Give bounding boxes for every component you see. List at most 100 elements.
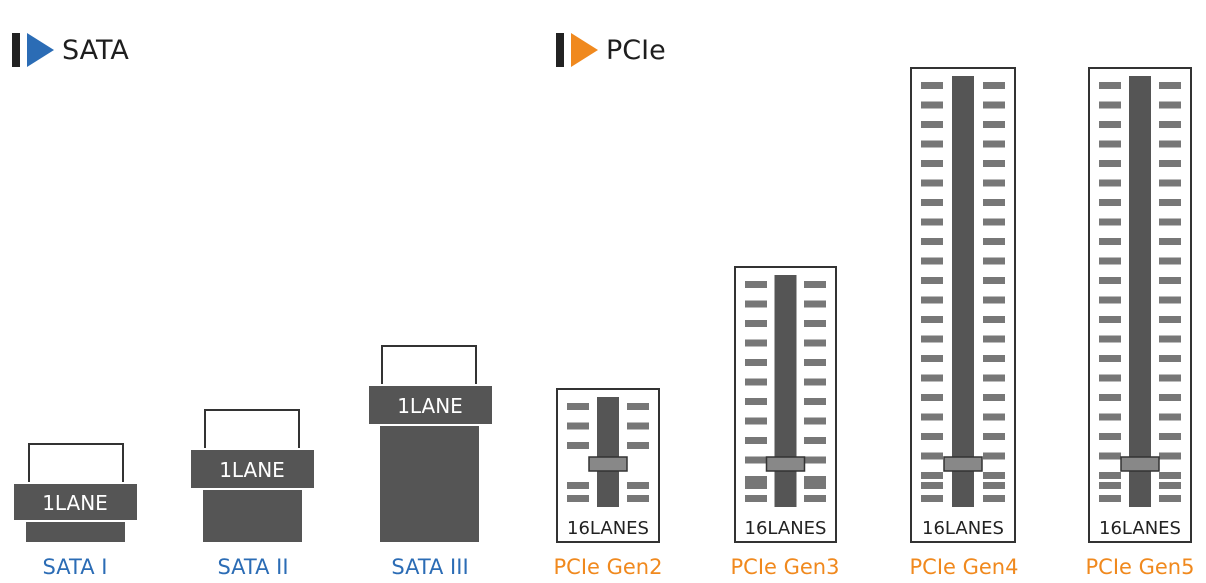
slot-key: [765, 456, 806, 472]
pin-left: [567, 482, 589, 489]
lane-tag: [189, 448, 316, 490]
pin-right: [804, 482, 826, 489]
lane-count-label: 1LANE: [219, 458, 285, 482]
pcie-gen2-label: PCIe Gen2: [554, 555, 663, 579]
pin-left: [921, 121, 943, 128]
pin-right: [1159, 413, 1181, 421]
pin-right: [983, 472, 1005, 479]
pin-right: [804, 456, 826, 464]
pin-right: [804, 495, 826, 502]
pin-left: [921, 160, 943, 167]
pin-left: [745, 320, 767, 327]
pin-right: [1159, 495, 1181, 502]
pin-right: [983, 433, 1005, 440]
pin-right: [1159, 140, 1181, 148]
pin-left: [921, 413, 943, 421]
slot-spine: [774, 275, 797, 507]
slot-key: [1120, 456, 1160, 472]
sata-3-connector: 1LANE: [367, 345, 494, 542]
pin-right: [983, 121, 1005, 128]
pin-right: [1159, 218, 1181, 226]
pin-left: [745, 437, 767, 444]
lane-count-label: 16LANES: [922, 518, 1004, 539]
pin-left: [1099, 413, 1121, 421]
pin-right: [983, 257, 1005, 265]
pin-left: [921, 374, 943, 382]
pin-left: [921, 218, 943, 226]
pin-left: [1099, 82, 1121, 89]
pin-right: [627, 482, 649, 489]
pcie-gen4-label: PCIe Gen4: [910, 555, 1019, 579]
pin-right: [1159, 277, 1181, 284]
pin-left: [567, 495, 589, 502]
pin-left: [745, 378, 767, 386]
pin-left: [745, 417, 767, 425]
pin-right: [983, 413, 1005, 421]
pin-left: [1099, 355, 1121, 362]
pin-left: [921, 355, 943, 362]
pin-left: [921, 335, 943, 343]
lane-count-label: 1LANE: [42, 491, 108, 515]
pin-left: [1099, 495, 1121, 502]
pin-right: [983, 495, 1005, 502]
pin-right: [983, 218, 1005, 226]
pin-right: [983, 452, 1005, 460]
pin-left: [1099, 482, 1121, 489]
sata-3-label: SATA III: [391, 555, 468, 579]
pin-left: [745, 476, 767, 483]
pin-left: [1099, 179, 1121, 187]
pin-right: [804, 378, 826, 386]
pin-right: [983, 277, 1005, 284]
pin-right: [804, 320, 826, 327]
sata-header: SATA: [12, 33, 129, 67]
pin-left: [921, 140, 943, 148]
play-arrow-icon: [571, 33, 598, 67]
slot-key: [943, 456, 983, 472]
pin-left: [567, 403, 589, 410]
pin-left: [921, 179, 943, 187]
sata-1-label: SATA I: [43, 555, 108, 579]
pin-right: [1159, 121, 1181, 128]
pin-right: [1159, 482, 1181, 489]
pin-right: [1159, 238, 1181, 245]
pcie-header-title: PCIe: [606, 35, 666, 66]
slot-spine: [597, 397, 619, 507]
pin-left: [921, 433, 943, 440]
pin-right: [983, 140, 1005, 148]
pin-left: [567, 442, 589, 449]
pin-right: [1159, 355, 1181, 362]
pin-left: [921, 394, 943, 401]
pcie-header-bar: [556, 33, 564, 67]
connector-body: [380, 423, 479, 542]
pin-left: [1099, 296, 1121, 304]
pin-right: [1159, 101, 1181, 109]
pin-left: [921, 101, 943, 109]
pin-right: [804, 398, 826, 405]
pin-left: [1099, 218, 1121, 226]
pin-left: [921, 495, 943, 502]
lane-count-label: 16LANES: [567, 518, 649, 539]
pin-right: [627, 442, 649, 449]
pin-left: [745, 398, 767, 405]
pin-right: [983, 199, 1005, 206]
slot-spine: [952, 76, 974, 507]
pin-left: [921, 257, 943, 265]
pin-left: [745, 339, 767, 347]
pin-left: [921, 452, 943, 460]
pin-right: [1159, 433, 1181, 440]
pcie-slot: 16LANES: [556, 388, 660, 543]
pin-left: [745, 482, 767, 489]
pin-left: [1099, 433, 1121, 440]
pin-right: [983, 82, 1005, 89]
pin-left: [745, 456, 767, 464]
pin-right: [983, 296, 1005, 304]
pin-right: [983, 179, 1005, 187]
pin-left: [921, 277, 943, 284]
pin-left: [921, 199, 943, 206]
pcie-slot: 16LANES: [1088, 67, 1192, 543]
pin-right: [983, 238, 1005, 245]
pin-right: [804, 417, 826, 425]
pin-left: [921, 316, 943, 323]
pin-right: [1159, 296, 1181, 304]
